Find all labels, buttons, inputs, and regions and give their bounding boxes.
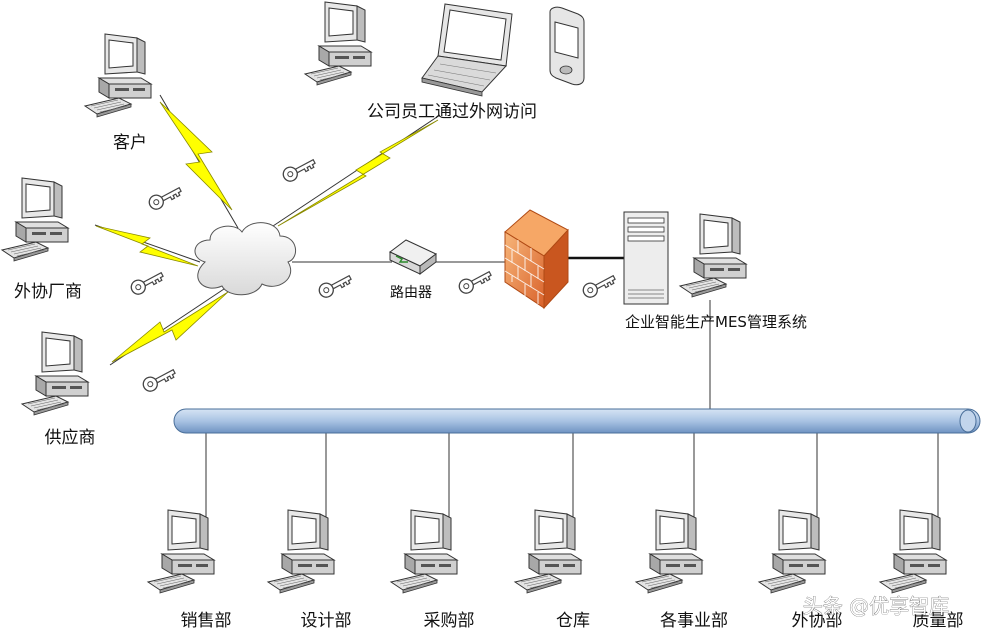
department-computer-icon — [514, 509, 582, 594]
department-label: 设计部 — [301, 611, 352, 631]
department-label: 仓库 — [556, 611, 590, 631]
laptop-icon — [421, 3, 513, 97]
lightning-bolts — [95, 101, 439, 363]
department-label: 采购部 — [424, 611, 475, 631]
key-icon — [128, 267, 167, 298]
remote-desktop-computer-icon — [304, 1, 372, 86]
department-computer-icon — [267, 509, 335, 594]
bolt-remote-icon — [277, 119, 439, 227]
department-computer-icon — [390, 509, 458, 594]
bolt-vendor-icon — [95, 225, 199, 267]
customer-label: 客户 — [113, 133, 147, 153]
department-computers — [147, 509, 947, 594]
router-icon — [389, 239, 437, 275]
supplier-label: 供应商 — [45, 428, 96, 448]
key-icon — [140, 364, 179, 395]
mes-server-icon — [623, 211, 669, 305]
outsource-vendor-label: 外协厂商 — [14, 282, 82, 302]
key-icon — [146, 182, 185, 213]
bolt-customer-icon — [159, 101, 233, 211]
internet-cloud-icon — [194, 222, 296, 296]
key-icon — [456, 266, 495, 297]
mes-computer-icon — [679, 213, 747, 298]
mobile-device-icon — [549, 6, 585, 86]
key-icon — [580, 270, 619, 301]
department-label: 销售部 — [181, 611, 232, 631]
remote-access-label: 公司员工通过外网访问 — [367, 102, 537, 122]
department-computer-icon — [879, 509, 947, 594]
supplier-computer-icon — [21, 331, 89, 416]
lan-bus — [173, 408, 981, 434]
mes-system-label: 企业智能生产MES管理系统 — [625, 313, 807, 331]
firewall-icon — [504, 209, 569, 310]
department-computer-icon — [147, 509, 215, 594]
department-computer-icon — [635, 509, 703, 594]
department-labels: 销售部 设计部 采购部 仓库 各事业部 外协部 质量部 — [181, 611, 964, 631]
customer-computer-icon — [84, 33, 152, 118]
key-icon — [280, 154, 319, 185]
department-label: 各事业部 — [660, 611, 728, 631]
department-label: 质量部 — [913, 611, 964, 631]
outsource-vendor-computer-icon — [1, 177, 69, 262]
watermark: 头条 @优享智库 — [803, 594, 949, 618]
department-label: 外协部 — [792, 611, 843, 631]
key-icon — [316, 270, 355, 301]
bolt-supplier-icon — [111, 291, 229, 363]
department-computer-icon — [758, 509, 826, 594]
router-label: 路由器 — [390, 285, 432, 301]
connection-lines — [94, 94, 939, 520]
